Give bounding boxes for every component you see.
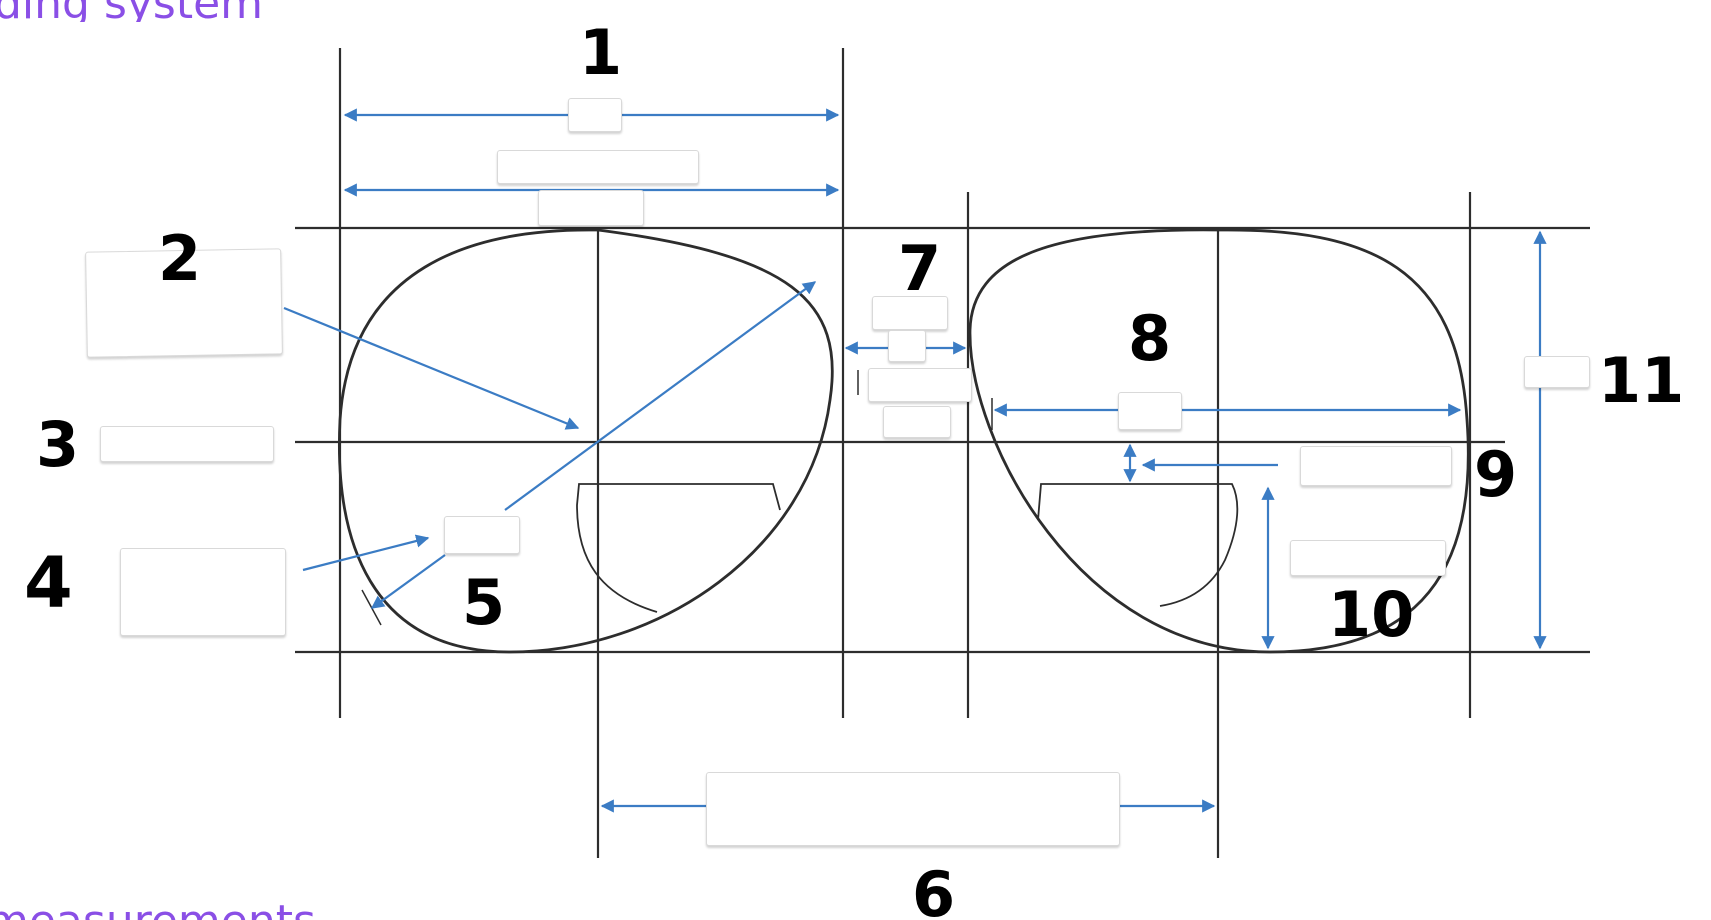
label-4: 4	[24, 542, 73, 624]
answer-box-7-wide	[868, 368, 972, 402]
answer-box-6	[706, 772, 1120, 846]
bottom-section-heading: measurements	[0, 900, 316, 920]
answer-box-10	[1290, 540, 1446, 576]
vertical-guide-lines	[338, 48, 1472, 858]
label-9: 9	[1474, 438, 1518, 511]
top-section-heading: ding system	[0, 0, 263, 22]
label-7: 7	[898, 232, 942, 305]
arrow-2	[283, 306, 580, 430]
label-2: 2	[158, 222, 202, 295]
answer-box-7-bottom	[883, 406, 951, 438]
label-10: 10	[1328, 578, 1415, 651]
answer-box-7-top	[872, 296, 948, 330]
answer-box-1-lower	[538, 190, 644, 226]
right-lens-outline	[968, 228, 1470, 654]
label-3: 3	[36, 408, 80, 481]
answer-box-3	[100, 426, 274, 462]
answer-box-1-small	[568, 98, 622, 132]
right-bifocal-segment	[1037, 483, 1239, 607]
answer-box-8	[1118, 392, 1182, 430]
answer-box-4	[120, 548, 286, 636]
label-8: 8	[1128, 302, 1172, 375]
answer-box-1-wide	[497, 150, 699, 184]
arrow-5-upper	[504, 281, 817, 511]
answer-box-11	[1524, 356, 1590, 388]
label-11: 11	[1598, 344, 1685, 417]
answer-box-7-mid	[888, 330, 926, 362]
left-bifocal-segment	[576, 483, 781, 613]
arrow-4	[302, 534, 430, 572]
label-1: 1	[579, 16, 623, 89]
arrow-5-lower	[370, 554, 446, 609]
left-lens-outline	[338, 228, 834, 654]
answer-box-5	[444, 516, 520, 554]
answer-box-9	[1300, 446, 1452, 486]
label-6: 6	[912, 858, 956, 920]
label-5: 5	[462, 566, 506, 639]
